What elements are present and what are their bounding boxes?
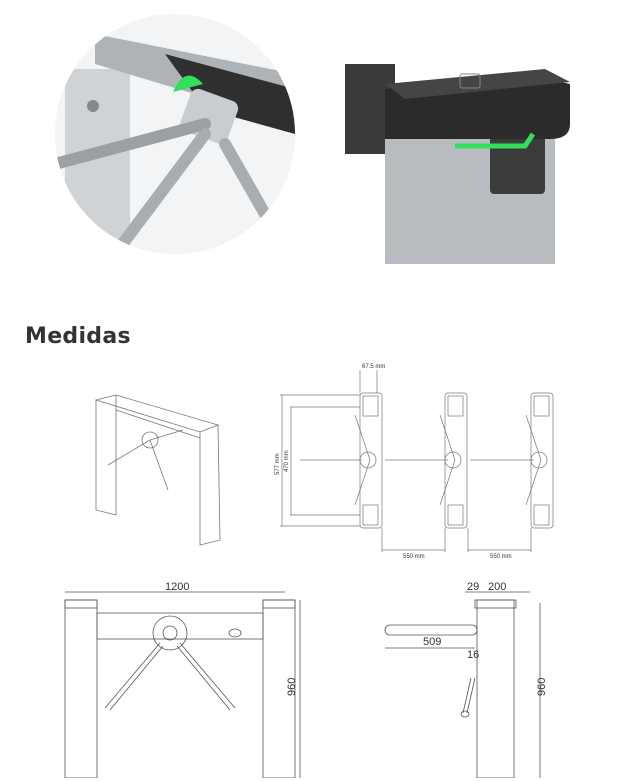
top-height-outer-label: 577 mm xyxy=(275,453,281,475)
side-height-label: 960 xyxy=(536,678,548,696)
top-height-inner-label: 470 mm xyxy=(284,450,290,472)
perspective-drawing xyxy=(94,394,221,546)
top-spacing-2-label: 550 mm xyxy=(490,554,512,560)
top-width-label: 67.5 mm xyxy=(362,364,385,370)
arm-closeup-photo xyxy=(55,14,295,254)
side-view-drawing: 29 200 509 16 960 xyxy=(384,581,548,778)
front-view-drawing: 1200 960 xyxy=(64,581,301,778)
section-title: Medidas xyxy=(25,324,131,349)
front-height-label: 960 xyxy=(286,678,298,696)
top-spacing-1-label: 550 mm xyxy=(403,554,425,560)
side-arm-gap-label: 16 xyxy=(467,649,479,661)
front-width-label: 1200 xyxy=(165,581,189,593)
side-offset-label: 29 xyxy=(467,581,479,593)
top-view-drawing: 67.5 mm 577 mm 470 mm 550 mm 550 mm xyxy=(275,364,554,560)
side-depth-label: 200 xyxy=(488,581,506,593)
reader-head-photo xyxy=(345,14,575,266)
side-arm-length-label: 509 xyxy=(423,636,441,648)
